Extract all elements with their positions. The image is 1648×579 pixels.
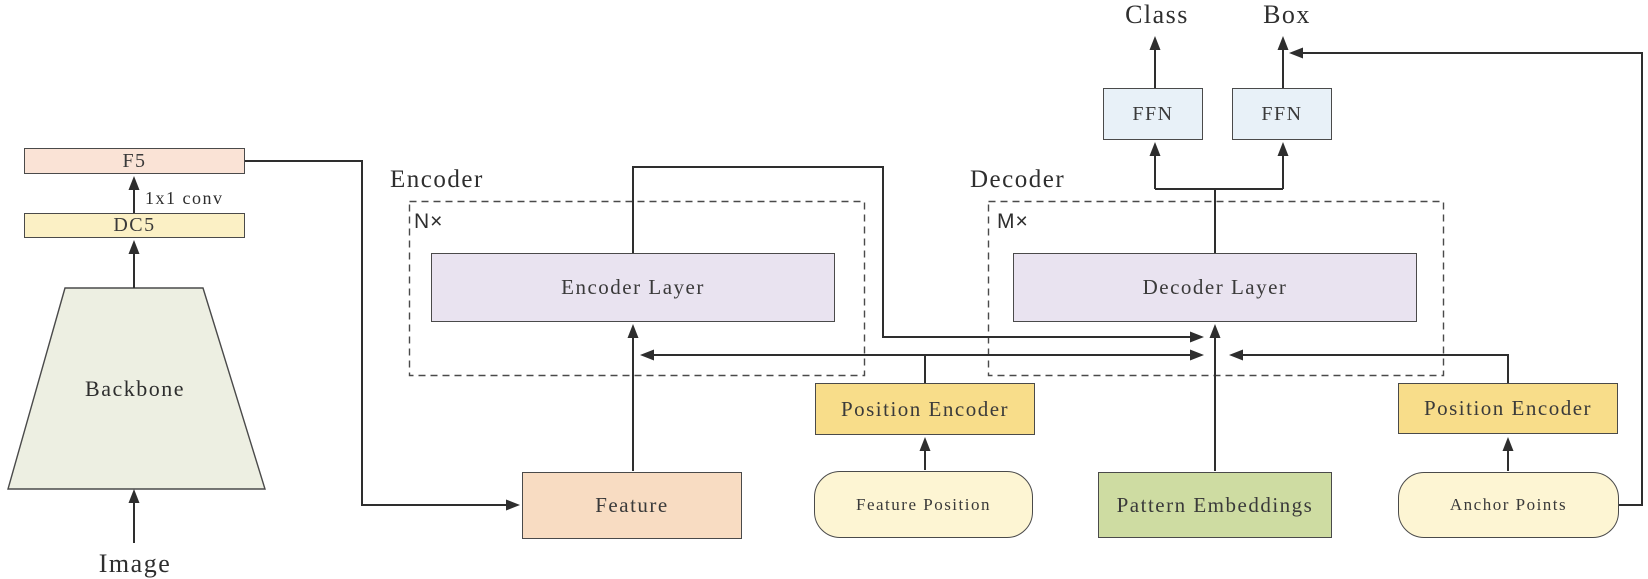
decoder-layer-box: Decoder Layer <box>1013 253 1417 322</box>
wire-decoder-to-ffn-split <box>1149 142 1289 253</box>
dc5-box: DC5 <box>24 213 245 238</box>
encoder-dashed-region <box>408 200 866 377</box>
pattern-embeddings-box: Pattern Embeddings <box>1098 472 1332 538</box>
encoder-layer-label: Encoder Layer <box>561 275 705 299</box>
ffn-class-box: FFN <box>1103 88 1203 140</box>
backbone-shape <box>7 287 266 490</box>
backbone-label: Backbone <box>85 376 185 401</box>
anchor-points-box: Anchor Points <box>1398 472 1619 538</box>
encoder-section-label: Encoder <box>390 166 484 193</box>
feature-box: Feature <box>522 472 742 539</box>
arrow-pattern-embeddings-to-decoder-layer <box>1209 324 1221 471</box>
feature-position-label: Feature Position <box>856 494 991 514</box>
wire-encoder-output-to-decoder <box>632 166 1204 343</box>
position-encoder-label: Position Encoder <box>840 396 1010 421</box>
arrow-dc5-to-f5 <box>128 176 140 213</box>
feature-label: Feature <box>595 493 669 517</box>
wire-anchor-position-encoder-to-decoder <box>1229 349 1509 383</box>
dc5-label: DC5 <box>113 214 156 236</box>
conv-edge-label: 1x1 conv <box>145 188 224 208</box>
position-encoder-label: Position Encoder <box>1423 396 1593 420</box>
anchor-points-label: Anchor Points <box>1449 495 1568 514</box>
arrow-feature-to-encoder-layer <box>627 324 639 471</box>
pattern-embeddings-label: Pattern Embeddings <box>1116 492 1314 517</box>
position-encoder-box-anchor: Position Encoder <box>1398 383 1618 434</box>
position-encoder-box-feature: Position Encoder <box>815 383 1035 435</box>
ffn-box-label: FFN <box>1261 102 1303 125</box>
arrow-ffn-to-class <box>1149 36 1161 88</box>
arrow-anchor-points-to-position-encoder <box>1502 437 1514 471</box>
arrow-feature-position-to-position-encoder <box>919 437 931 470</box>
decoder-layer-label: Decoder Layer <box>1142 275 1288 299</box>
feature-position-box: Feature Position <box>814 471 1033 538</box>
class-output-label: Class <box>1125 0 1189 29</box>
f5-box: F5 <box>24 148 245 174</box>
ffn-class-label: FFN <box>1132 102 1174 125</box>
box-output-label: Box <box>1263 0 1311 29</box>
wire-position-encoder-to-encoder-and-decoder <box>640 349 1204 383</box>
arrow-backbone-to-dc5 <box>128 240 140 288</box>
wire-f5-to-feature <box>245 160 520 511</box>
wire-anchor-points-to-box-head <box>1289 47 1643 506</box>
decoder-section-label: Decoder <box>970 166 1066 193</box>
ffn-box-box: FFN <box>1232 88 1332 140</box>
f5-label: F5 <box>122 149 147 172</box>
encoder-layer-box: Encoder Layer <box>431 253 835 322</box>
image-label: Image <box>98 549 172 578</box>
decoder-repeat-label: M× <box>997 210 1029 233</box>
arrow-image-to-backbone <box>128 489 140 543</box>
encoder-repeat-label: N× <box>414 210 444 233</box>
arrow-ffn-to-box <box>1277 36 1289 88</box>
